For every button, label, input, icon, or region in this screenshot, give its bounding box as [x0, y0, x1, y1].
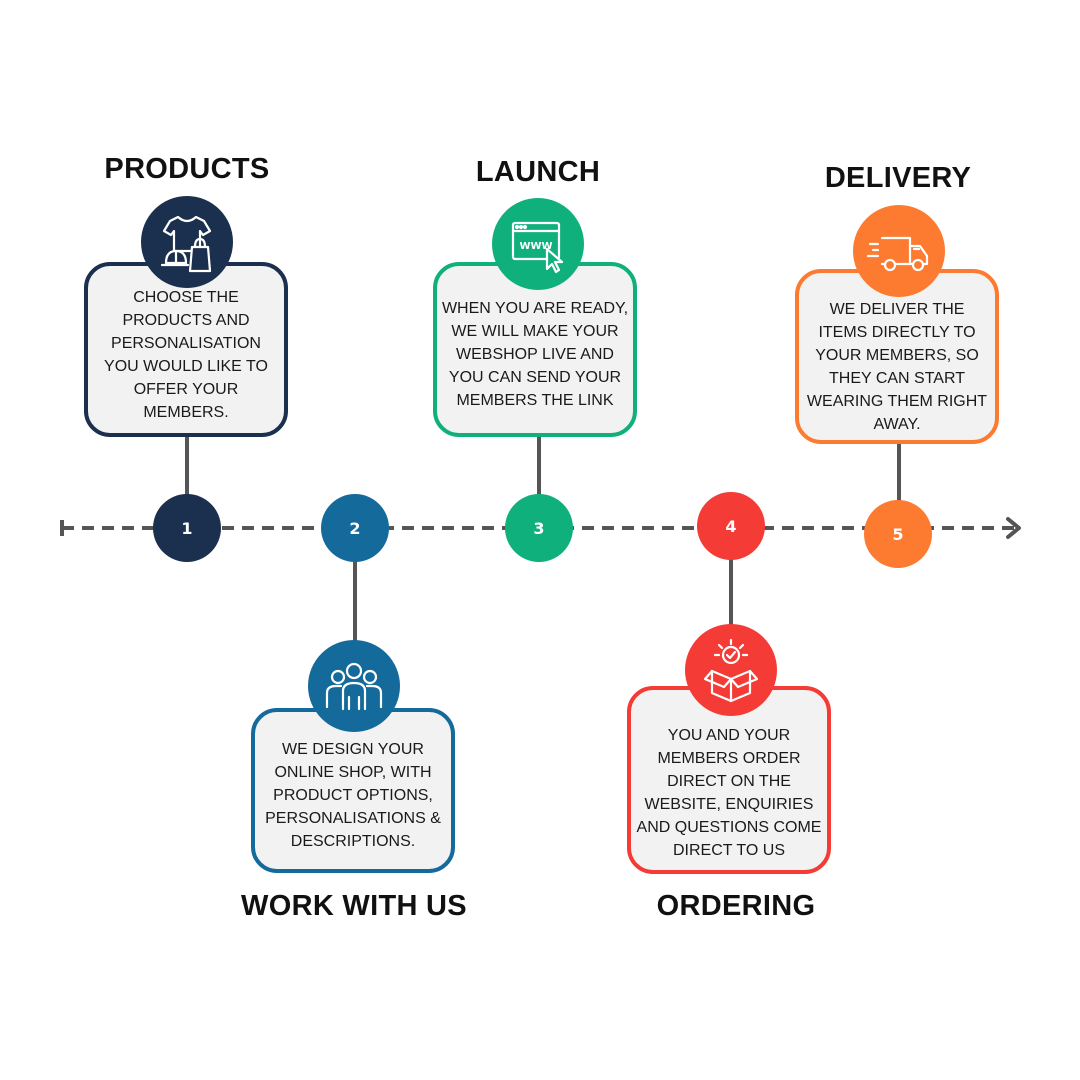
step-3-number: 3 [533, 518, 545, 538]
step-1-number: 1 [181, 518, 193, 538]
step-2-icon-circle [308, 640, 400, 732]
step-1-description: CHOOSE THE PRODUCTS AND PERSONALISATION … [104, 288, 268, 421]
step-4-title: ORDERING [656, 890, 816, 922]
step-2-box: WE DESIGN YOUR ONLINE SHOP, WITH PRODUCT… [251, 708, 455, 873]
delivery-van-icon [864, 216, 934, 286]
step-4-number-circle: 4 [697, 492, 765, 560]
step-3-box: WHEN YOU ARE READY, WE WILL MAKE YOUR WE… [433, 262, 637, 437]
step-4-icon-circle [685, 624, 777, 716]
connector-line-1 [185, 432, 189, 502]
www-label: WWW [519, 241, 552, 252]
step-3-description: WHEN YOU ARE READY, WE WILL MAKE YOUR WE… [441, 300, 629, 409]
step-2-number-circle: 2 [321, 494, 389, 562]
step-2-title: WORK WITH US [241, 890, 467, 922]
step-5-description: WE DELIVER THE ITEMS DIRECTLY TO YOUR ME… [806, 300, 988, 433]
step-4-number: 4 [725, 516, 737, 536]
step-1-icon-circle [141, 196, 233, 288]
step-1-title: PRODUCTS [104, 153, 270, 185]
step-4-description: YOU AND YOUR MEMBERS ORDER DIRECT ON THE… [636, 727, 822, 859]
order-box-icon [696, 635, 766, 705]
connector-line-2 [353, 555, 357, 645]
step-3-title: LAUNCH [475, 156, 601, 188]
team-icon [319, 651, 389, 721]
step-2-description: WE DESIGN YOUR ONLINE SHOP, WITH PRODUCT… [265, 741, 441, 850]
step-3-number-circle: 3 [505, 494, 573, 562]
step-5-title: DELIVERY [824, 162, 972, 194]
step-5-number-circle: 5 [864, 500, 932, 568]
step-4-box: YOU AND YOUR MEMBERS ORDER DIRECT ON THE… [627, 686, 831, 874]
step-5-number: 5 [892, 524, 904, 544]
step-3-icon-circle: WWW [492, 198, 584, 290]
clothing-shopping-icon [152, 207, 222, 277]
step-1-box: CHOOSE THE PRODUCTS AND PERSONALISATION … [84, 262, 288, 437]
step-5-icon-circle [853, 205, 945, 297]
connector-line-3 [537, 432, 541, 502]
connector-line-4 [729, 555, 733, 630]
step-2-number: 2 [349, 518, 361, 538]
step-1-number-circle: 1 [153, 494, 221, 562]
connector-line-5 [897, 440, 901, 505]
www-browser-icon: WWW [503, 209, 573, 279]
